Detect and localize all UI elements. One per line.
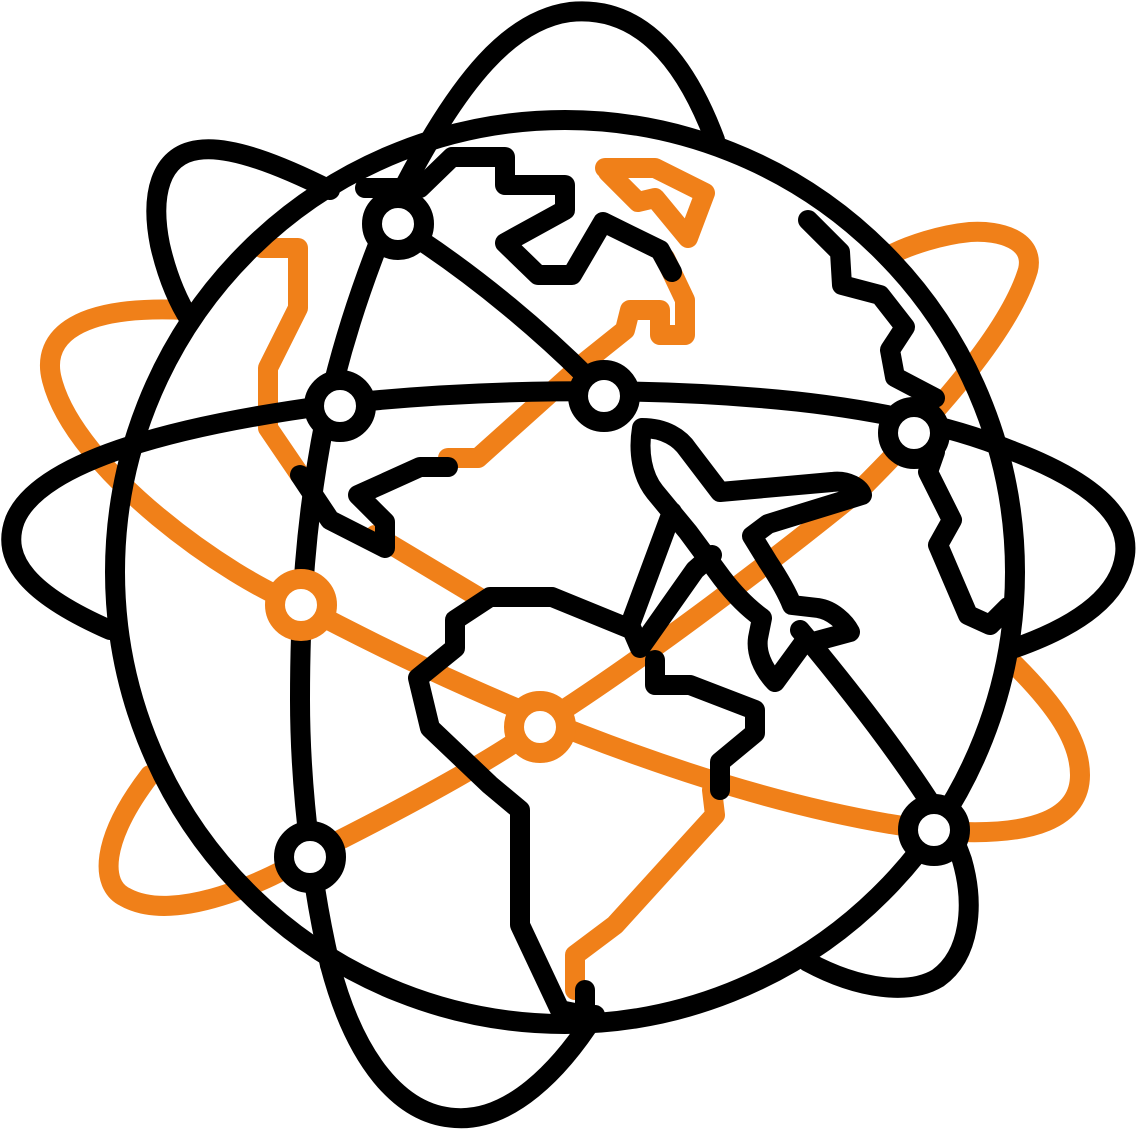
orange-continent-northwest bbox=[252, 238, 310, 485]
black-continent-west bbox=[290, 457, 458, 558]
black-orbit-upper-left bbox=[146, 139, 340, 330]
black-continent-east bbox=[798, 210, 945, 408]
orange-node-left bbox=[265, 569, 337, 641]
airplane-lower-wing bbox=[620, 502, 722, 658]
black-orbit-equator bbox=[1, 381, 1136, 658]
orange-node-center bbox=[504, 691, 576, 763]
black-great-circle-lower bbox=[790, 620, 945, 820]
node-top-left bbox=[362, 188, 434, 260]
black-great-circle bbox=[410, 230, 600, 390]
airplane-icon bbox=[630, 418, 872, 692]
node-bottom-left bbox=[274, 821, 346, 893]
globe-outline bbox=[105, 110, 1025, 1034]
black-continent-north bbox=[355, 147, 682, 285]
node-right bbox=[878, 397, 950, 469]
black-orbit-bottom bbox=[320, 955, 605, 1129]
orange-continent-central bbox=[438, 248, 695, 468]
orange-continent-northeast bbox=[595, 158, 715, 248]
node-center bbox=[568, 360, 640, 432]
node-left bbox=[304, 370, 376, 442]
black-continent-south-east bbox=[645, 650, 765, 800]
orange-continent-southeast bbox=[565, 780, 725, 1000]
black-orbit-top bbox=[395, 1, 725, 195]
black-continent-south bbox=[408, 587, 638, 1025]
black-continent-east-lower bbox=[918, 442, 1018, 635]
orange-orbit-lower-right bbox=[40, 299, 1090, 843]
node-bottom-right bbox=[898, 794, 970, 866]
